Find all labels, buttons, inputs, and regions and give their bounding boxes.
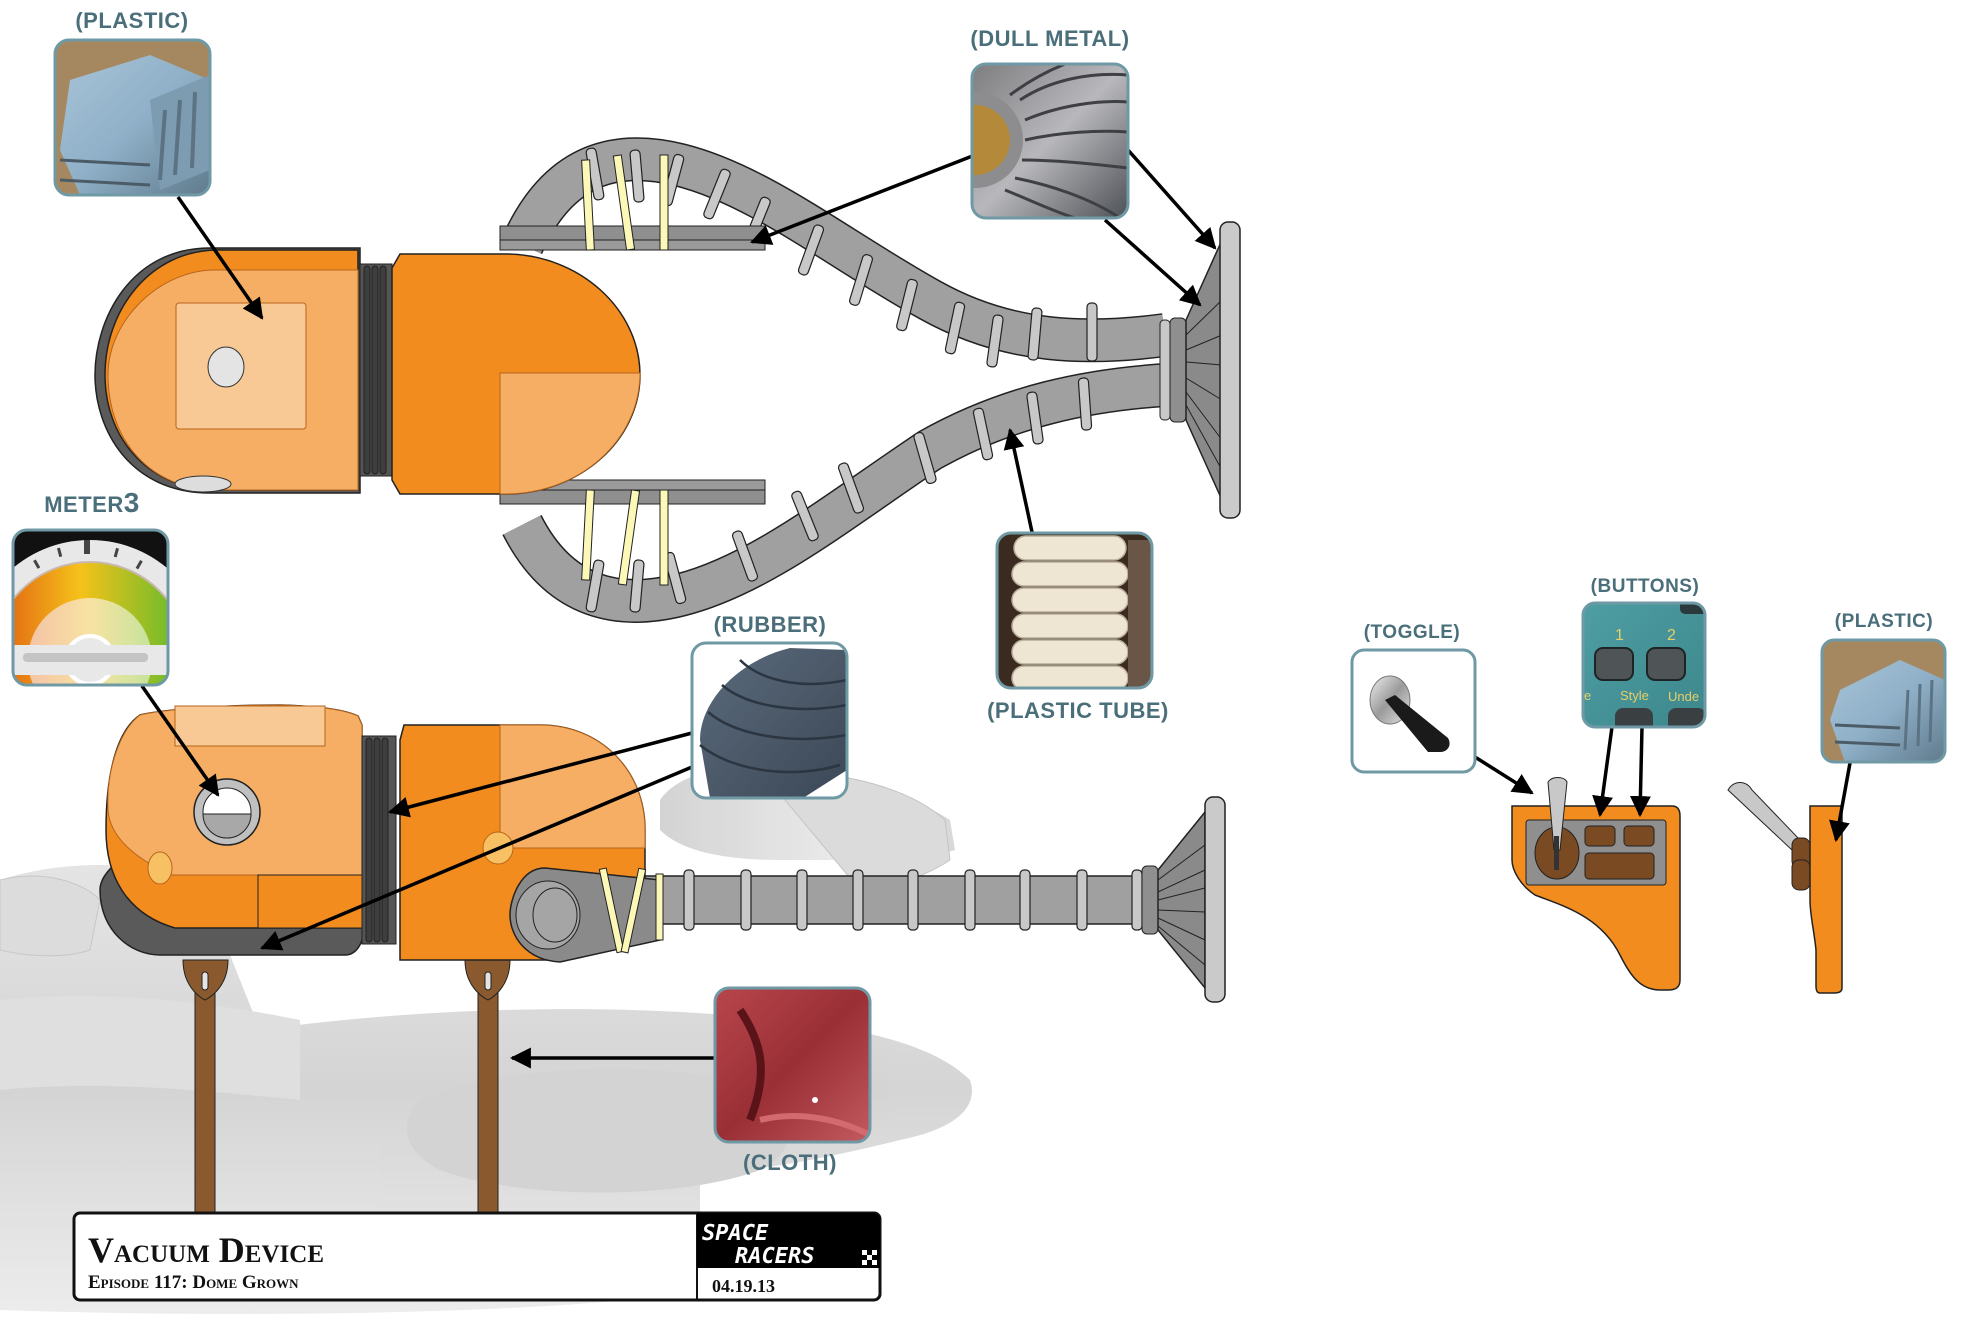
label-plastic-tube: (PLASTIC TUBE) (987, 698, 1169, 723)
document-subtitle: Episode 117: Dome Grown (88, 1272, 299, 1293)
callout-rubber: (RUBBER) (690, 612, 849, 800)
vacuum-bottom-view (99, 704, 1226, 1221)
rear-button (207, 346, 245, 388)
bellows-joint-bottom (361, 735, 397, 945)
remote-side-view (1727, 782, 1843, 994)
remote-front-view (1511, 777, 1681, 991)
gauge-graphic (13, 530, 168, 685)
top-panel-bottom (174, 705, 326, 747)
key-1 (1594, 647, 1634, 681)
toggle-lever (1547, 777, 1568, 851)
label-cloth: (CLOTH) (743, 1150, 837, 1175)
label-dull-metal: (DULL METAL) (970, 26, 1129, 51)
callout-meter: METER3 (11, 487, 170, 687)
label-meter: METER3 (44, 487, 140, 518)
key-label-2: 2 (1667, 627, 1676, 644)
vacuum-top-view (94, 137, 1241, 623)
hose-rings-upper (585, 147, 1098, 368)
button-2 (1623, 825, 1655, 847)
label-meter-text: METER (44, 492, 124, 517)
hose-rings-straight (683, 869, 1143, 931)
straps (182, 959, 511, 1221)
hose-rings-lower (585, 377, 1093, 613)
callout-plastic-tube: (PLASTIC TUBE) (987, 531, 1169, 723)
bellows-joint-top (359, 263, 393, 477)
callout-toggle: (TOGGLE) (1350, 622, 1477, 774)
button-wide (1584, 852, 1655, 880)
document-date: 04.19.13 (712, 1276, 775, 1296)
label-buttons: (BUTTONS) (1591, 576, 1700, 597)
checkered-flag-icon (862, 1250, 877, 1265)
button-1 (1584, 825, 1616, 847)
funnel-bottom (1141, 796, 1226, 1003)
callout-dull-metal: (DULL METAL) (970, 26, 1130, 220)
key-2 (1646, 647, 1686, 681)
label-rubber: (RUBBER) (714, 612, 827, 637)
key-label-e: e (1584, 688, 1591, 703)
callout-arrows (140, 148, 1852, 1069)
callout-plastic-right: (PLASTIC) (1820, 611, 1947, 764)
callout-cloth: (CLOTH) (713, 986, 872, 1175)
callout-plastic-top: (PLASTIC) (53, 8, 212, 197)
logo-line1: SPACE (702, 1221, 769, 1246)
turbine-photo (972, 64, 1128, 218)
label-plastic-right: (PLASTIC) (1835, 611, 1933, 632)
document-title: Vacuum Device (88, 1230, 324, 1270)
key-label-style: Style (1620, 688, 1649, 703)
title-block: Vacuum Device Episode 117: Dome Grown SP… (72, 1211, 882, 1302)
label-meter-suffix: 3 (124, 487, 140, 518)
plastic-photo (55, 40, 210, 195)
key-label-1: 1 (1615, 627, 1624, 644)
corrugated-tube-photo (997, 533, 1152, 688)
key-label-under: Unde (1668, 689, 1699, 704)
label-plastic-top: (PLASTIC) (75, 8, 188, 33)
red-cloth-photo (715, 988, 870, 1142)
funnel-top (1159, 221, 1241, 519)
logo-line2: RACERS (735, 1244, 814, 1269)
plastic-photo-right (1822, 640, 1945, 762)
keypad-photo: 1 2 Style Unde e (1583, 603, 1705, 727)
toggle-switch-photo (1352, 650, 1475, 772)
rubber-bellows-photo (692, 643, 847, 798)
callout-buttons: (BUTTONS) 1 2 Style Unde e (1581, 576, 1707, 729)
label-toggle: (TOGGLE) (1364, 622, 1461, 643)
tape-wraps (581, 154, 669, 586)
